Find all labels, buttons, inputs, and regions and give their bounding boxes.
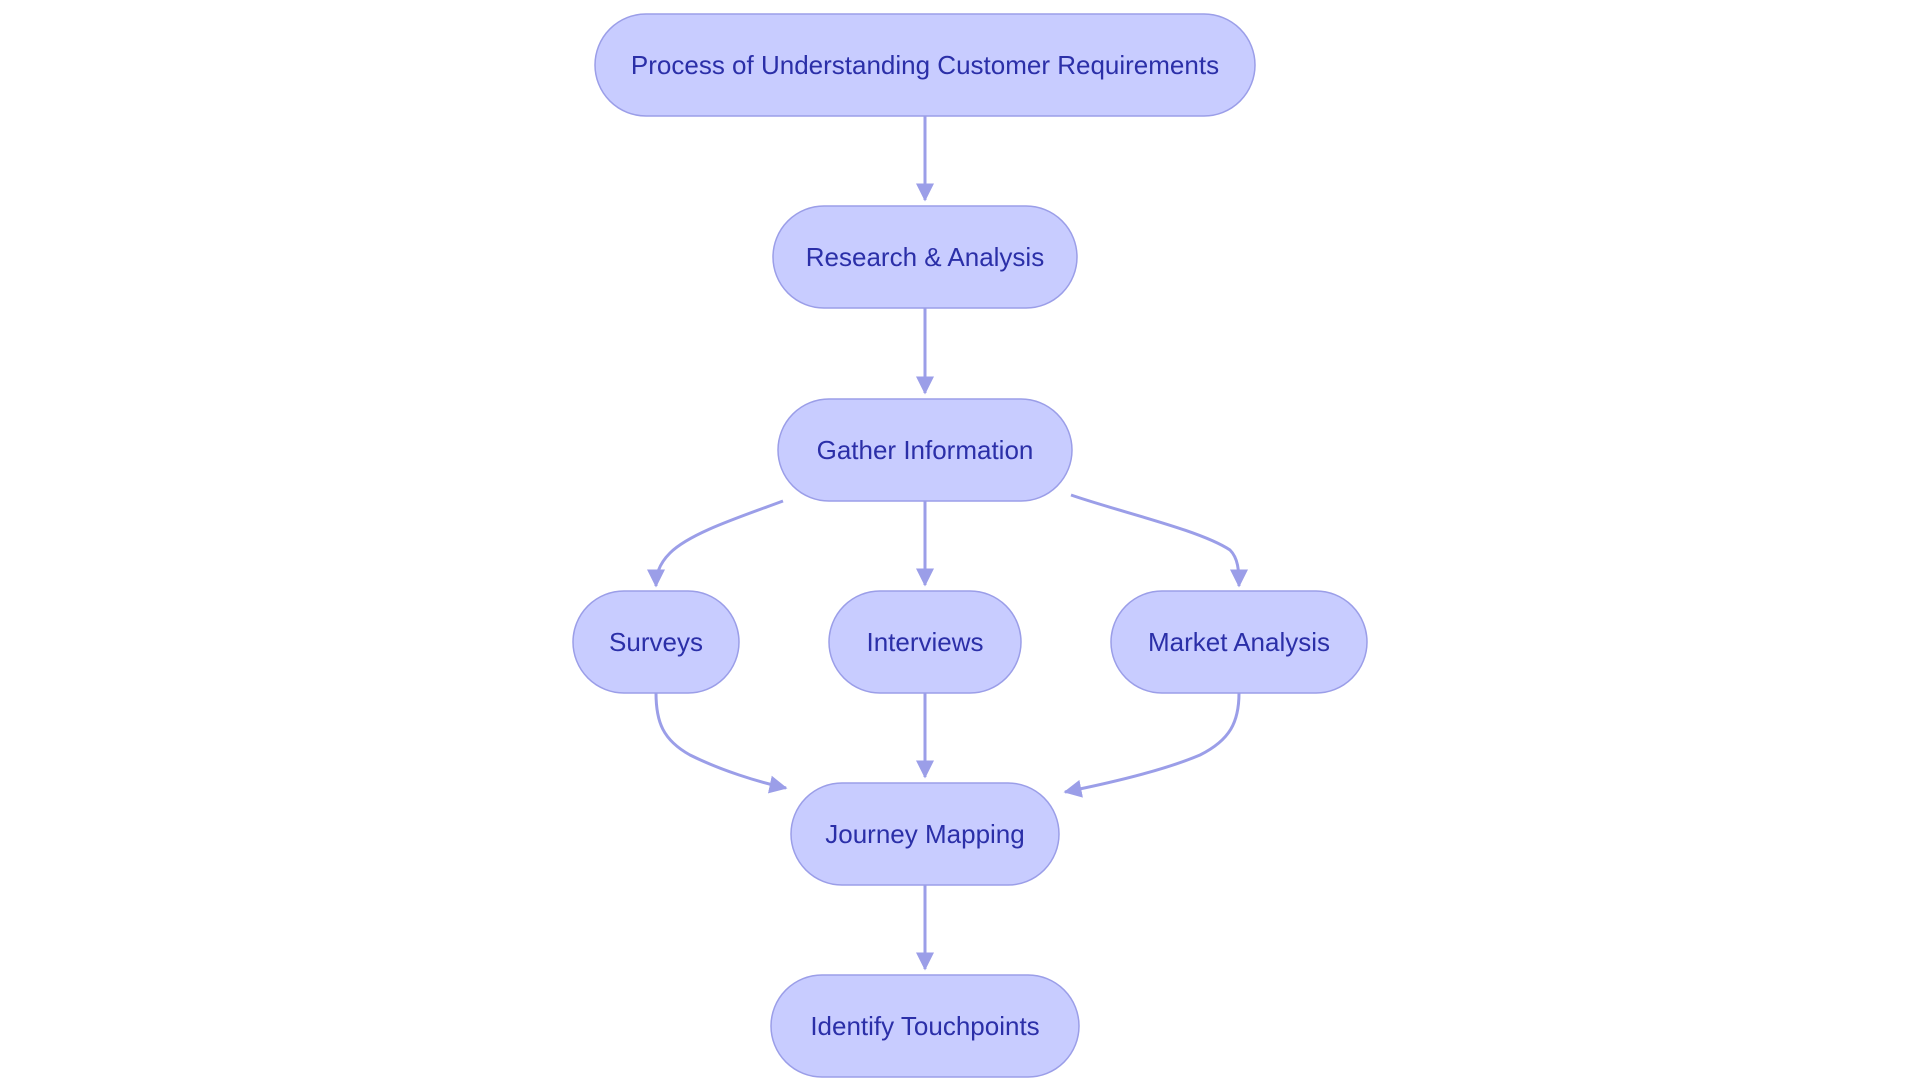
node-market-box — [1110, 590, 1368, 694]
edge-surveys-to-journey — [654, 692, 788, 794]
edge-gather-to-surveys — [647, 499, 784, 588]
node-journey-box — [790, 782, 1060, 886]
node-journey-label: Journey Mapping — [825, 819, 1024, 849]
node-research-label: Research & Analysis — [806, 242, 1044, 272]
node-gather-box — [777, 398, 1073, 502]
node-process[interactable]: Process of Understanding Customer Requir… — [594, 13, 1256, 117]
edges — [647, 116, 1248, 971]
node-research[interactable]: Research & Analysis — [772, 205, 1078, 309]
node-process-label: Process of Understanding Customer Requir… — [631, 50, 1219, 80]
node-interviews[interactable]: Interviews — [828, 590, 1022, 694]
node-surveys[interactable]: Surveys — [572, 590, 740, 694]
node-gather-label: Gather Information — [817, 435, 1034, 465]
node-process-box — [594, 13, 1256, 117]
node-interviews-label: Interviews — [866, 627, 983, 657]
edge-gather-to-market — [1070, 493, 1248, 588]
node-surveys-label: Surveys — [609, 627, 703, 657]
node-journey[interactable]: Journey Mapping — [790, 782, 1060, 886]
node-touchpoints-box — [770, 974, 1080, 1078]
node-gather[interactable]: Gather Information — [777, 398, 1073, 502]
node-market-label: Market Analysis — [1148, 627, 1330, 657]
node-touchpoints-label: Identify Touchpoints — [810, 1011, 1039, 1041]
node-touchpoints[interactable]: Identify Touchpoints — [770, 974, 1080, 1078]
node-market[interactable]: Market Analysis — [1110, 590, 1368, 694]
edge-market-to-journey — [1063, 692, 1241, 798]
node-surveys-box — [572, 590, 740, 694]
node-interviews-box — [828, 590, 1022, 694]
node-research-box — [772, 205, 1078, 309]
